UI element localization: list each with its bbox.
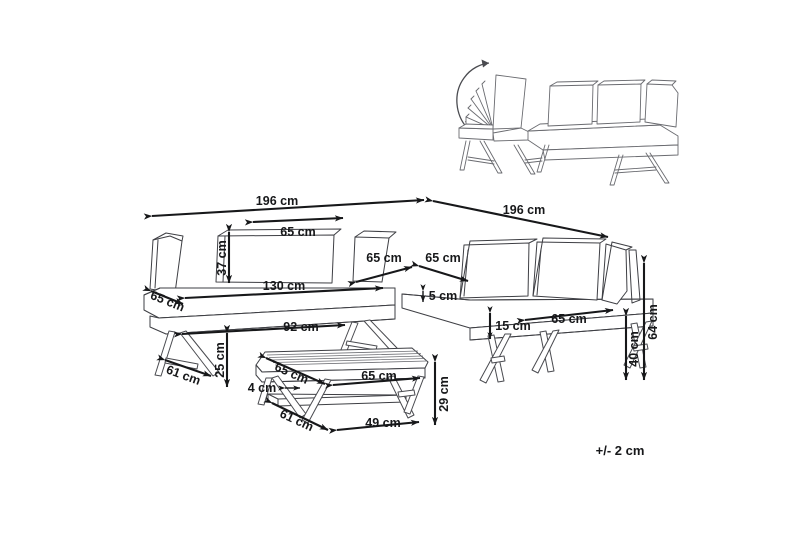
- dim-right-sofa-total-width: [424, 196, 609, 239]
- dim-corner-section-b: [410, 260, 469, 283]
- dim-label-right-seat-depth: 65 cm: [551, 312, 586, 326]
- dim-left-backrest-cushion-width: [244, 215, 344, 226]
- dim-label-right-total-width: 196 cm: [503, 203, 545, 217]
- dim-label-corner-a: 65 cm: [366, 251, 401, 265]
- tolerance-note: +/- 2 cm: [596, 443, 645, 458]
- dim-table-leg-width: [328, 419, 420, 434]
- dim-label-table-top-width: 65 cm: [361, 369, 396, 383]
- inset-left-base: [458, 123, 494, 141]
- dim-label-left-total-width: 196 cm: [256, 194, 298, 208]
- dim-label-left-backrest-width: 65 cm: [280, 225, 315, 239]
- dim-left-sofa-total-width: [143, 197, 425, 220]
- dim-label-table-top-thickness: 4 cm: [248, 381, 277, 395]
- dim-left-seat-width: [176, 285, 384, 302]
- dim-left-seat-depth: [142, 285, 184, 305]
- dim-label-table-height: 29 cm: [437, 376, 451, 411]
- inset-illustration: [456, 59, 679, 186]
- dim-label-right-seat-thickness: 15 cm: [495, 319, 530, 333]
- inset-sofa-body: [527, 79, 679, 161]
- dim-label-left-base-width: 92 cm: [283, 320, 318, 334]
- dim-label-right-seat-height: 40 cm: [627, 331, 641, 366]
- left-sofa: [143, 228, 398, 377]
- dim-label-right-total-height: 64 cm: [646, 304, 660, 339]
- dim-left-base-width: [173, 322, 346, 338]
- dim-corner-section-a: [347, 265, 413, 288]
- dim-right-seat-depth: [516, 307, 614, 325]
- dim-label-left-seat-width: 130 cm: [263, 279, 305, 293]
- dim-table-leg-depth: [263, 396, 329, 431]
- dim-label-corner-b: 65 cm: [425, 251, 460, 265]
- dim-table-top-depth: [257, 351, 326, 385]
- dim-table-top-width: [324, 375, 421, 389]
- dim-label-table-leg-width: 49 cm: [365, 416, 400, 430]
- inset-legs: [459, 140, 670, 186]
- dim-label-corner-gap: 5 cm: [429, 289, 458, 303]
- dim-label-left-backrest-height: 37 cm: [215, 240, 229, 275]
- dim-label-left-seat-clearance: 25 cm: [213, 342, 227, 377]
- dim-left-leg-spread: [156, 354, 212, 377]
- table-slats: [266, 350, 428, 366]
